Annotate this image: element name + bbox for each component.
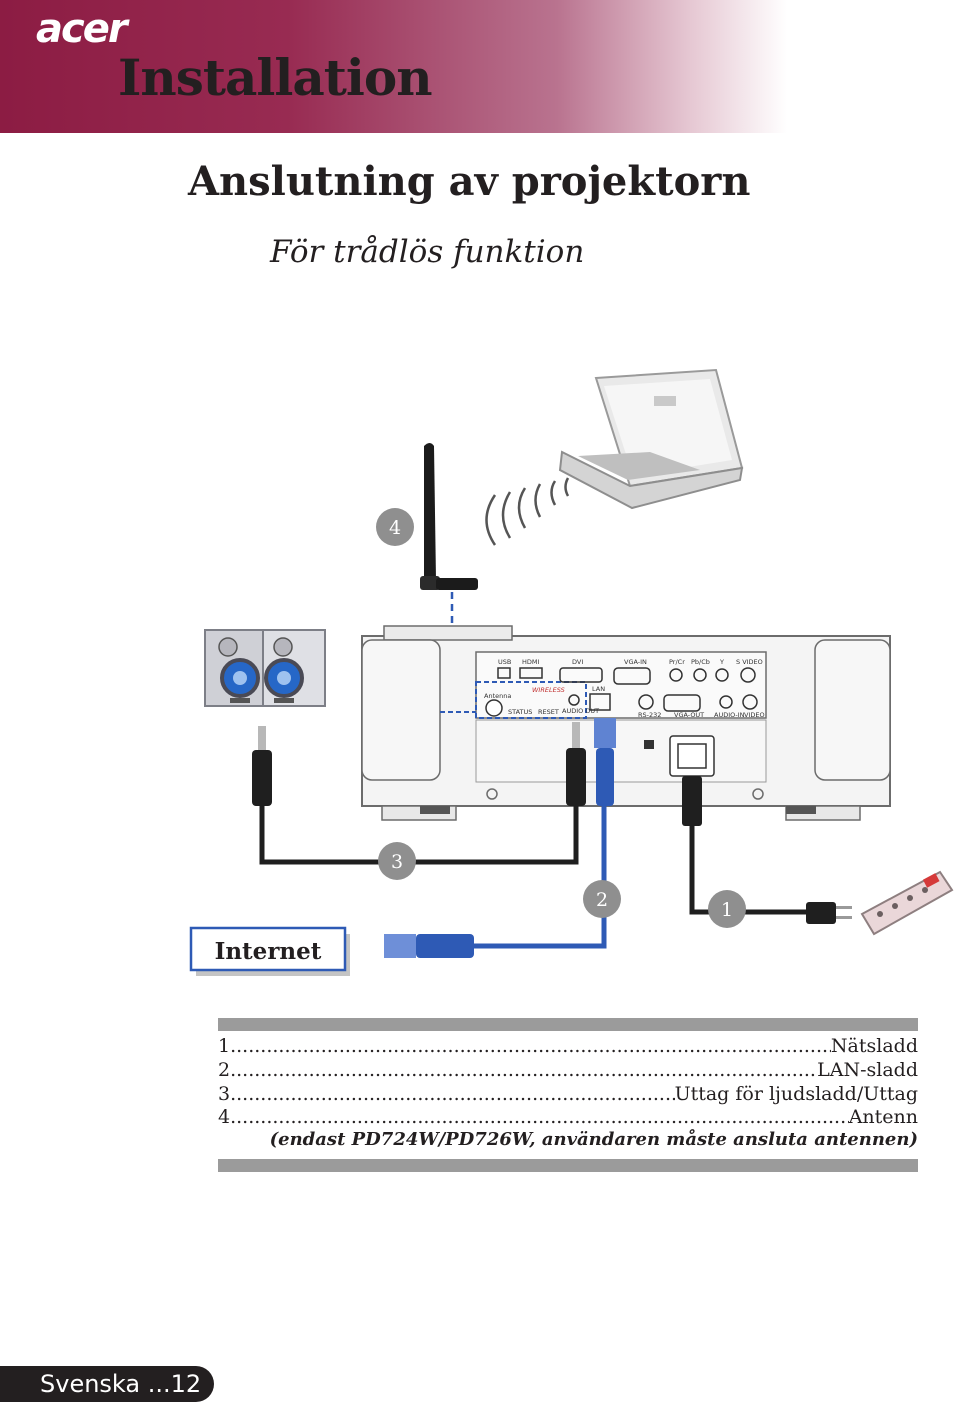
internet-label: Internet: [215, 938, 322, 965]
port-usb: USB: [498, 658, 511, 666]
legend-number: 4.: [218, 1106, 237, 1128]
internet-box: [189, 926, 350, 976]
leader-dots: [236, 1035, 831, 1057]
callout-4: 4: [389, 517, 401, 539]
legend-number: 1.: [218, 1035, 237, 1057]
power-strip-icon: [860, 870, 954, 936]
callout-3-marker: [378, 842, 416, 880]
legend-item-4: 4. Antenn: [218, 1106, 918, 1128]
leader-dots: [236, 1083, 674, 1105]
legend-item-3: 3. Uttag för ljudsladd/Uttag: [218, 1083, 918, 1105]
page-number: Svenska ...12: [40, 1370, 202, 1398]
legend-item-2: 2. LAN-sladd: [218, 1059, 918, 1081]
video-label: VIDEO: [744, 711, 765, 719]
port-hdmi: HDMI: [522, 658, 540, 666]
projector-icon: [361, 625, 891, 821]
leader-dots: [236, 1059, 817, 1081]
speakers-icon: [204, 629, 326, 707]
legend-number: 2.: [218, 1059, 237, 1081]
section-title: Installation: [118, 48, 433, 107]
wireless-signal-icon: [485, 477, 570, 546]
legend-number: 3.: [218, 1083, 237, 1105]
port-svideo: S VIDEO: [736, 658, 763, 666]
legend-label: Nätsladd: [830, 1035, 918, 1057]
leader-dots: [236, 1106, 849, 1128]
notebook-icon: [558, 368, 744, 510]
port-y: Y: [719, 658, 724, 666]
port-pb: Pb/Cb: [691, 658, 710, 666]
callout-3: 3: [391, 851, 403, 873]
rs232-label: RS-232: [638, 711, 661, 719]
callout-1: 1: [721, 899, 733, 921]
audio-out-label: AUDIO OUT: [562, 707, 599, 715]
port-vga-in: VGA-IN: [624, 658, 647, 666]
callout-4-marker: [376, 508, 414, 546]
lan-label: LAN: [592, 685, 605, 693]
lan-cable: [384, 718, 616, 958]
callout-2: 2: [596, 889, 608, 911]
audio-cable: [252, 722, 586, 865]
footer-tab: [0, 1366, 214, 1402]
acer-logo: acer: [36, 6, 128, 52]
port-dvi: DVI: [572, 658, 583, 666]
wireless-label: WIRELESS: [532, 686, 565, 694]
audio-in-label: AUDIO-IN: [714, 711, 745, 719]
reset-label: RESET: [538, 708, 559, 716]
legend-label: Antenn: [848, 1106, 918, 1128]
legend-top-bar: [218, 1018, 918, 1031]
header-banner: [0, 0, 960, 133]
vga-out-label: VGA-OUT: [674, 711, 704, 719]
legend-bottom-bar: [218, 1159, 918, 1172]
power-cable: [682, 776, 852, 924]
legend-label: LAN-sladd: [817, 1059, 918, 1081]
legend-note: (endast PD724W/PD726W, användaren måste …: [269, 1129, 918, 1150]
port-pr: Pr/Cr: [669, 658, 685, 666]
legend-label: Uttag för ljudsladd/Uttag: [674, 1083, 918, 1105]
callout-1-marker: [708, 890, 746, 928]
antenna-port-label: Antenna: [484, 692, 511, 700]
page-heading: Anslutning av projektorn: [188, 158, 751, 205]
page-subheading: För trådlös funktion: [270, 234, 585, 270]
legend-item-1: 1. Nätsladd: [218, 1035, 918, 1057]
callout-2-marker: [583, 880, 621, 918]
status-label: STATUS: [508, 708, 532, 716]
